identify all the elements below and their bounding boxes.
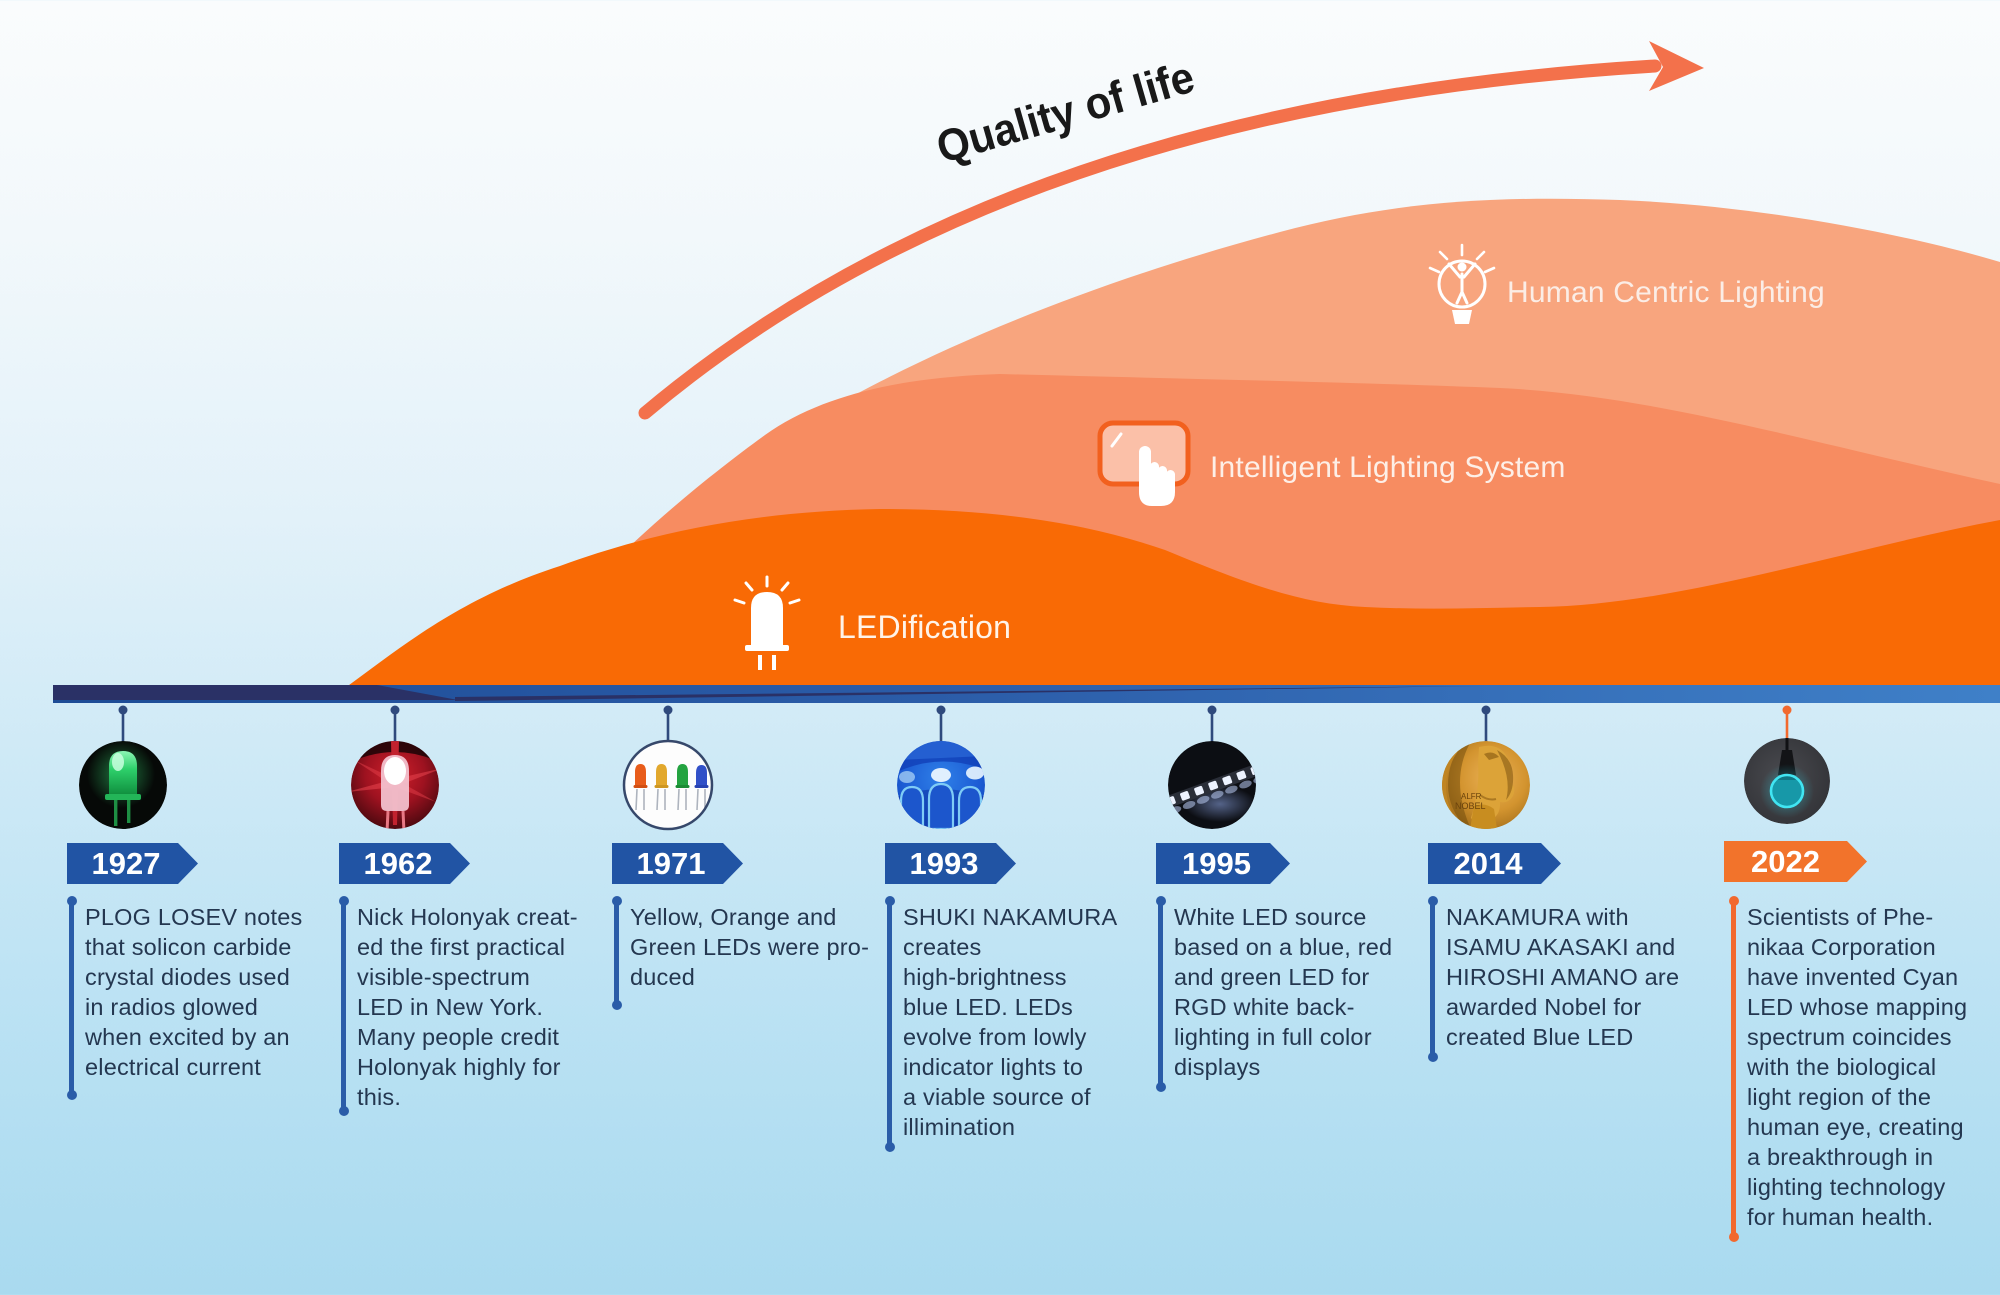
svg-text:ALFR: ALFR xyxy=(1461,792,1482,801)
svg-text:NOBEL: NOBEL xyxy=(1455,801,1486,811)
